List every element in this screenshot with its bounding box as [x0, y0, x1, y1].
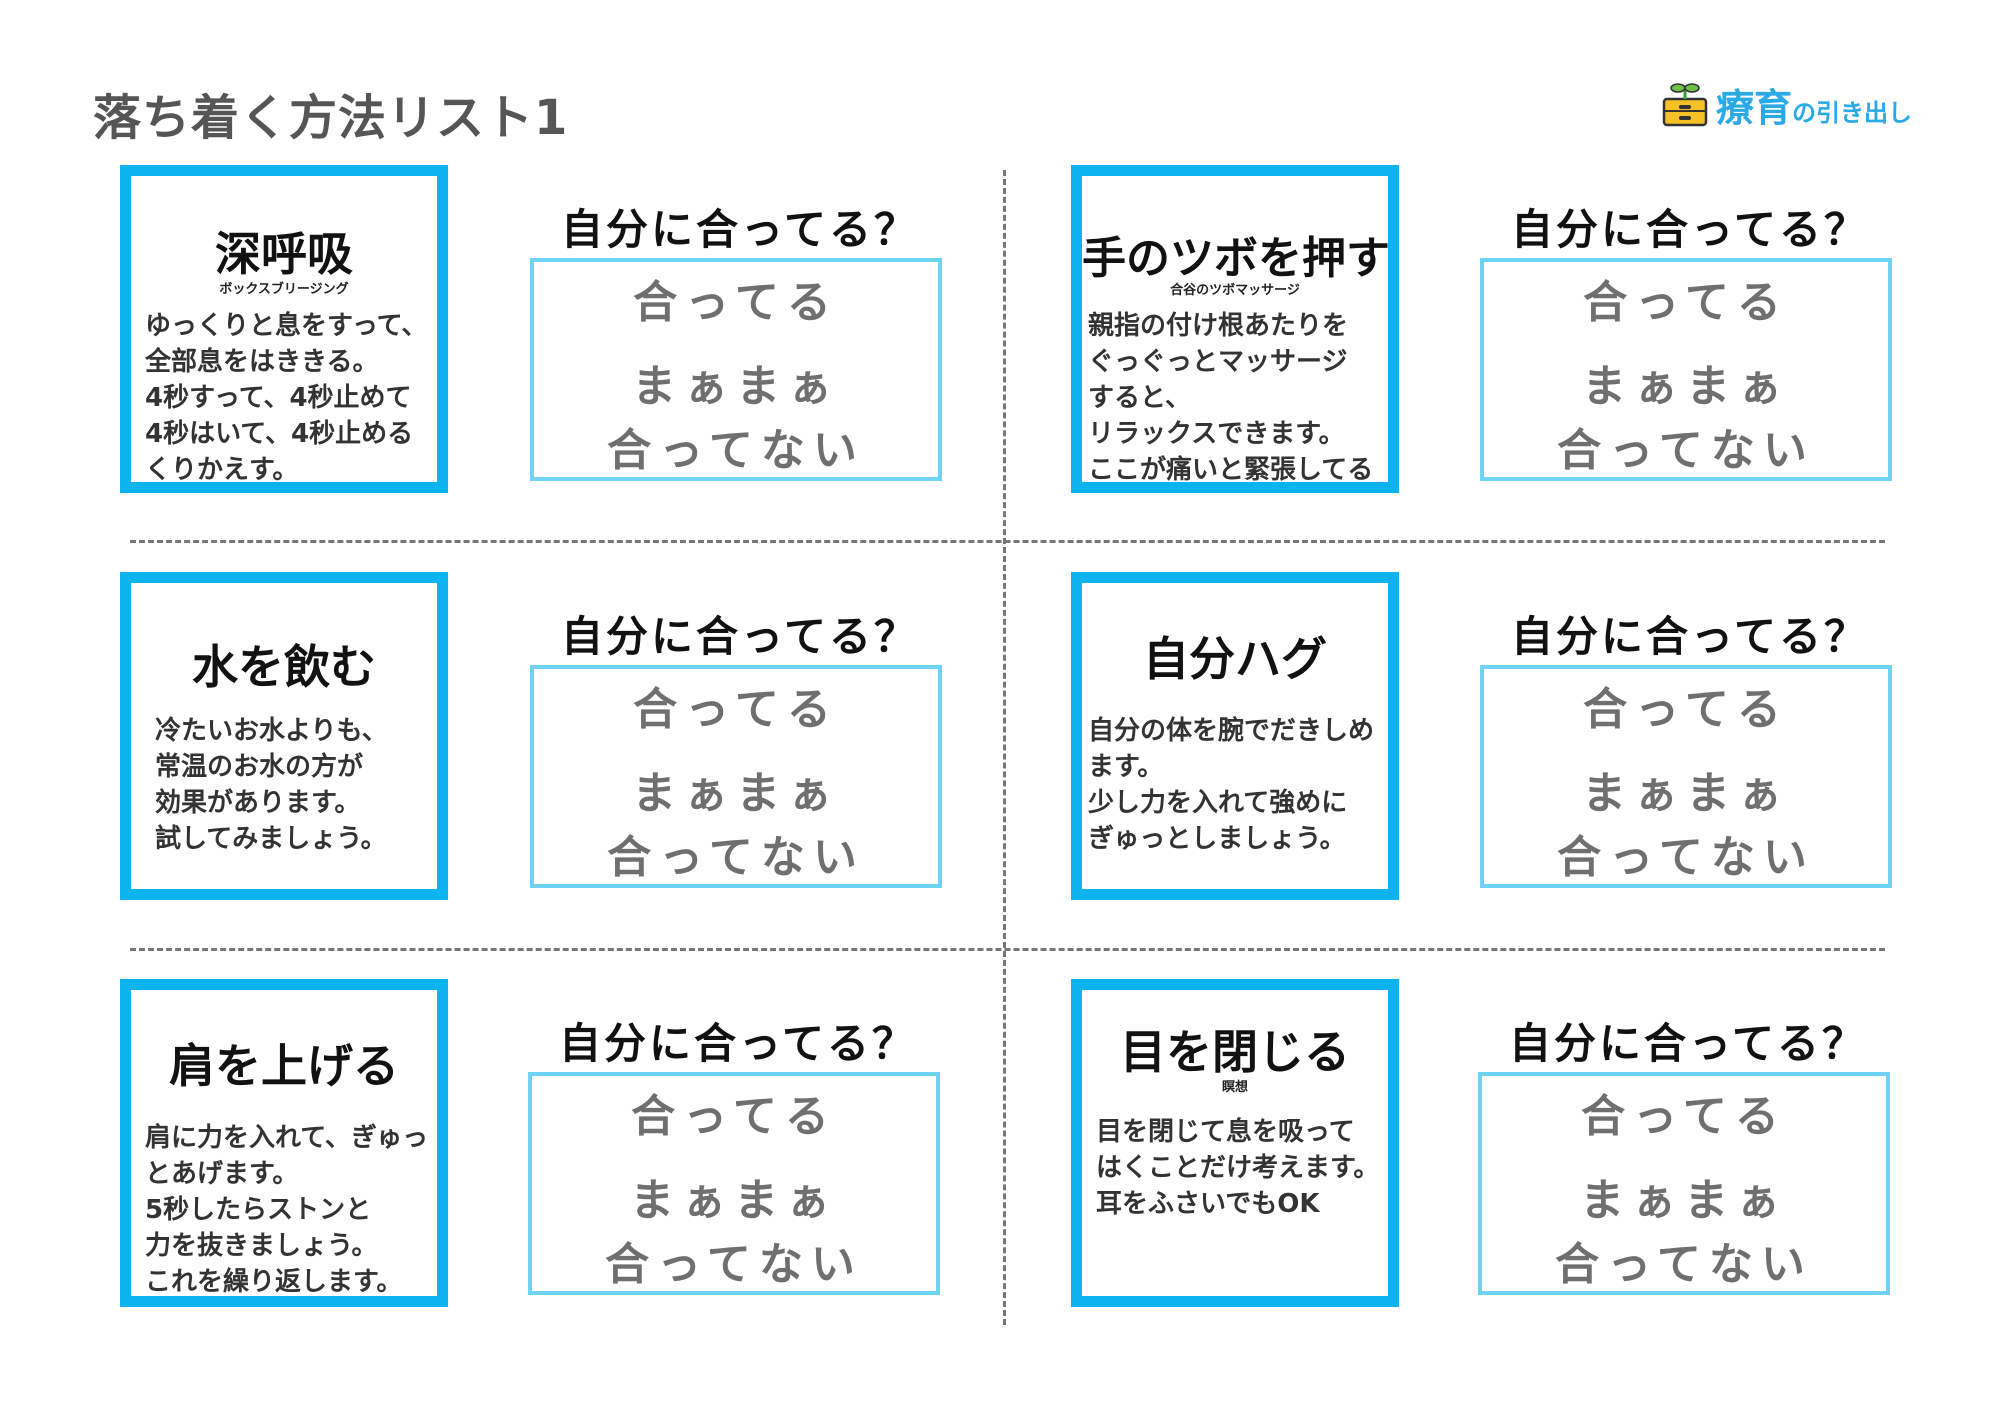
- card-line: 自分の体を腕でだきしめ: [1088, 716, 1375, 746]
- option-so-so[interactable]: まぁまぁ: [630, 1175, 838, 1226]
- card-line: 4秒すって、4秒止めて: [145, 383, 412, 413]
- fit-question-label: 自分に合ってる？: [561, 205, 919, 254]
- option-fits[interactable]: 合ってる: [1583, 684, 1789, 735]
- option-fits[interactable]: 合ってる: [633, 277, 839, 328]
- card-line: 試してみましょう。: [155, 824, 387, 854]
- method-card: 水を飲む 冷たいお水よりも、 常温のお水の方が 効果があります。 試してみましょ…: [120, 572, 448, 900]
- fit-answer-box: 合ってる まぁまぁ 合ってない: [1480, 258, 1892, 481]
- card-line: ます。: [1088, 752, 1164, 782]
- card-line: 冷たいお水よりも、: [155, 716, 388, 746]
- card-line: すると、: [1088, 383, 1191, 413]
- logo-main-text: 療育: [1716, 85, 1793, 130]
- fit-answer-box: 合ってる まぁまぁ 合ってない: [1478, 1072, 1890, 1295]
- card-line: 耳をふさいでもOK: [1096, 1189, 1320, 1219]
- fit-question-label: 自分に合ってる？: [1511, 612, 1869, 661]
- horizontal-cut-line: [130, 540, 1885, 543]
- card-line: ぎゅっとしましょう。: [1088, 824, 1346, 854]
- card-description: ゆっくりと息をすって、 全部息をはききる。 4秒すって、4秒止めて 4秒はいて、…: [145, 308, 429, 488]
- card-title: 目を閉じる: [1120, 1025, 1350, 1079]
- card-line: ゆっくりと息をすって、: [145, 311, 428, 341]
- method-card: 手のツボを押す 合谷のツボマッサージ 親指の付け根あたりを ぐっぐっとマッサージ…: [1071, 165, 1399, 493]
- card-description: 自分の体を腕でだきしめ ます。 少し力を入れて強めに ぎゅっとしましょう。: [1088, 713, 1380, 857]
- card-title: 自分ハグ: [1143, 632, 1327, 686]
- fit-answer-box: 合ってる まぁまぁ 合ってない: [528, 1072, 940, 1295]
- card-line: くりかえす。: [145, 455, 299, 485]
- card-title: 肩を上げる: [169, 1039, 399, 1093]
- card-line: 力を抜きましょう。: [145, 1231, 378, 1261]
- card-line: はくことだけ考えます。: [1096, 1153, 1380, 1183]
- option-fits[interactable]: 合ってる: [631, 1091, 837, 1142]
- card-description: 肩に力を入れて、ぎゅっ とあげます。 5秒したらストンと 力を抜きましょう。 こ…: [145, 1120, 429, 1300]
- option-fits[interactable]: 合ってる: [1583, 277, 1789, 328]
- card-line: これを繰り返します。: [145, 1267, 403, 1297]
- option-not-fit[interactable]: 合ってない: [607, 425, 865, 476]
- card-description: 冷たいお水よりも、 常温のお水の方が 効果があります。 試してみましょう。: [155, 713, 429, 857]
- logo: 療育 の引き出し: [1660, 74, 1912, 134]
- card-line: ぐっぐっとマッサージ: [1088, 347, 1348, 377]
- option-so-so[interactable]: まぁまぁ: [632, 361, 840, 412]
- page-title: 落ち着く方法リスト1: [93, 90, 569, 146]
- option-not-fit[interactable]: 合ってない: [1557, 832, 1815, 883]
- card-subtitle: 瞑想: [1221, 1080, 1248, 1095]
- method-card: 肩を上げる 肩に力を入れて、ぎゅっ とあげます。 5秒したらストンと 力を抜きま…: [120, 979, 448, 1307]
- card-line: 全部息をはききる。: [145, 347, 379, 377]
- fit-answer-box: 合ってる まぁまぁ 合ってない: [1480, 665, 1892, 888]
- horizontal-cut-line: [130, 948, 1885, 951]
- vertical-cut-line: [1003, 170, 1006, 1325]
- option-so-so[interactable]: まぁまぁ: [1580, 1175, 1788, 1226]
- option-so-so[interactable]: まぁまぁ: [632, 768, 840, 819]
- card-line: 親指の付け根あたりを: [1088, 311, 1349, 341]
- option-not-fit[interactable]: 合ってない: [1557, 425, 1815, 476]
- card-title: 水を飲む: [192, 640, 376, 694]
- drawer-sprout-icon: [1662, 83, 1708, 127]
- card-line: 目を閉じて息を吸って: [1096, 1117, 1355, 1147]
- option-not-fit[interactable]: 合ってない: [605, 1239, 863, 1290]
- method-card: 目を閉じる 瞑想 目を閉じて息を吸って はくことだけ考えます。 耳をふさいでもO…: [1071, 979, 1399, 1307]
- card-line: 4秒はいて、4秒止める: [145, 419, 414, 449]
- card-line: リラックスできます。: [1088, 419, 1345, 449]
- card-line: 5秒したらストンと: [145, 1195, 372, 1225]
- option-fits[interactable]: 合ってる: [1581, 1091, 1787, 1142]
- option-fits[interactable]: 合ってる: [633, 684, 839, 735]
- card-line: 少し力を入れて強めに: [1088, 788, 1348, 818]
- card-subtitle: 合谷のツボマッサージ: [1170, 283, 1300, 298]
- method-card: 自分ハグ 自分の体を腕でだきしめ ます。 少し力を入れて強めに ぎゅっとしましょ…: [1071, 572, 1399, 900]
- card-line: ここが痛いと緊張してる: [1088, 455, 1374, 485]
- option-not-fit[interactable]: 合ってない: [1555, 1239, 1813, 1290]
- fit-question-label: 自分に合ってる？: [1511, 205, 1869, 254]
- fit-question-label: 自分に合ってる？: [561, 612, 919, 661]
- card-title: 深呼吸: [215, 227, 353, 281]
- card-description: 目を閉じて息を吸って はくことだけ考えます。 耳をふさいでもOK: [1096, 1114, 1380, 1222]
- card-subtitle: ボックスブリージング: [219, 282, 349, 297]
- method-card: 深呼吸 ボックスブリージング ゆっくりと息をすって、 全部息をはききる。 4秒す…: [120, 165, 448, 493]
- option-not-fit[interactable]: 合ってない: [607, 832, 865, 883]
- logo-sub-text: の引き出し: [1792, 98, 1913, 127]
- card-line: 常温のお水の方が: [155, 752, 364, 782]
- card-line: 効果があります。: [155, 788, 361, 818]
- fit-answer-box: 合ってる まぁまぁ 合ってない: [530, 258, 942, 481]
- fit-answer-box: 合ってる まぁまぁ 合ってない: [530, 665, 942, 888]
- card-title: 手のツボを押す: [1082, 233, 1390, 284]
- option-so-so[interactable]: まぁまぁ: [1582, 768, 1790, 819]
- fit-question-label: 自分に合ってる？: [559, 1019, 917, 1068]
- card-line: 肩に力を入れて、ぎゅっ: [145, 1123, 429, 1153]
- card-line: とあげます。: [145, 1159, 299, 1189]
- fit-question-label: 自分に合ってる？: [1509, 1019, 1867, 1068]
- card-description: 親指の付け根あたりを ぐっぐっとマッサージ すると、 リラックスできます。 ここ…: [1088, 308, 1380, 488]
- option-so-so[interactable]: まぁまぁ: [1582, 361, 1790, 412]
